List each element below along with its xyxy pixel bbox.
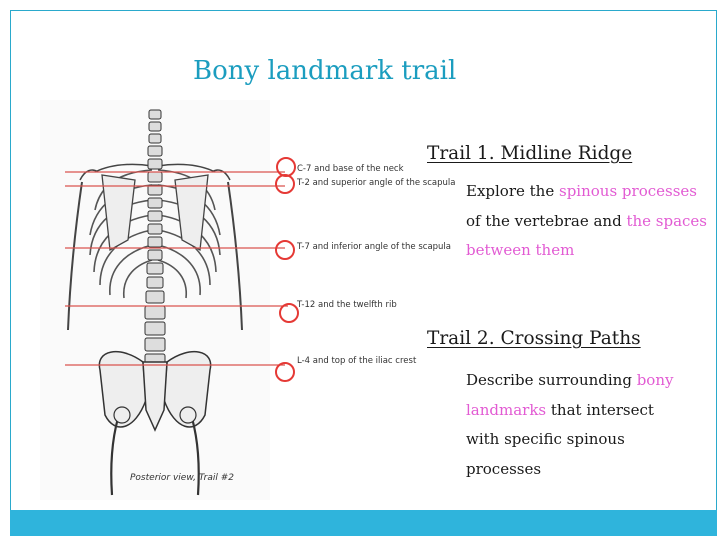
trail2-text-1: Describe surrounding xyxy=(466,371,637,389)
skeleton-illustration-icon xyxy=(40,100,270,500)
trail2-highlight-1: bony landmarks xyxy=(466,371,674,419)
trail2-heading: Trail 2. Crossing Paths xyxy=(427,328,641,349)
trail1-highlight-1: spinous processes xyxy=(559,182,697,200)
trail2-text-2: that intersect with specific spinous pro… xyxy=(466,400,654,478)
skeleton-figure xyxy=(40,100,270,500)
trail1-description: Explore the spinous processes of the ver… xyxy=(466,177,716,266)
trail1-highlight-2: the spaces between them xyxy=(466,211,708,260)
trail1-text-1: Explore the xyxy=(466,182,559,200)
trail1-heading: Trail 1. Midline Ridge xyxy=(427,143,633,164)
slide-title: Bony landmark trail xyxy=(193,56,457,86)
figure-caption: Posterior view, Trail #2 xyxy=(130,473,234,483)
trail2-description: Describe surrounding bony landmarks that… xyxy=(466,366,681,484)
trail1-text-2: of the vertebrae and xyxy=(466,211,627,230)
slide-footer-bar xyxy=(10,510,717,536)
